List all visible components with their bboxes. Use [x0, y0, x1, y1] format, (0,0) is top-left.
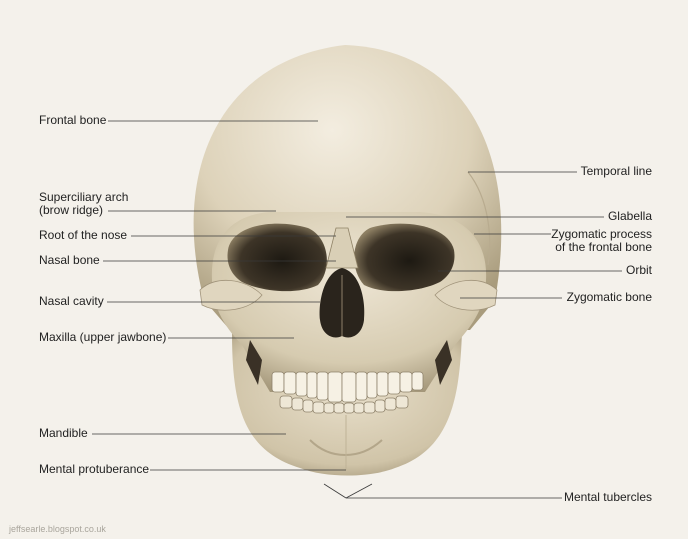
- label-root-of-nose: Root of the nose: [39, 229, 127, 242]
- label-nasal-bone: Nasal bone: [39, 254, 100, 267]
- label-glabella: Glabella: [608, 210, 652, 223]
- label-zygomatic-process-line2: of the frontal bone: [555, 241, 652, 254]
- label-mandible: Mandible: [39, 427, 88, 440]
- credit-text: jeffsearle.blogspot.co.uk: [9, 524, 106, 534]
- label-temporal-line: Temporal line: [581, 165, 652, 178]
- label-mental-protuberance: Mental protuberance: [39, 463, 149, 476]
- label-maxilla: Maxilla (upper jawbone): [39, 331, 166, 344]
- orbit-left: [228, 224, 327, 292]
- label-orbit: Orbit: [626, 264, 652, 277]
- label-mental-tubercles: Mental tubercles: [564, 491, 652, 504]
- label-zygomatic-bone: Zygomatic bone: [567, 291, 652, 304]
- label-nasal-cavity: Nasal cavity: [39, 295, 104, 308]
- orbit-right: [354, 224, 454, 292]
- label-frontal-bone: Frontal bone: [39, 114, 106, 127]
- label-brow-ridge: (brow ridge): [39, 204, 103, 217]
